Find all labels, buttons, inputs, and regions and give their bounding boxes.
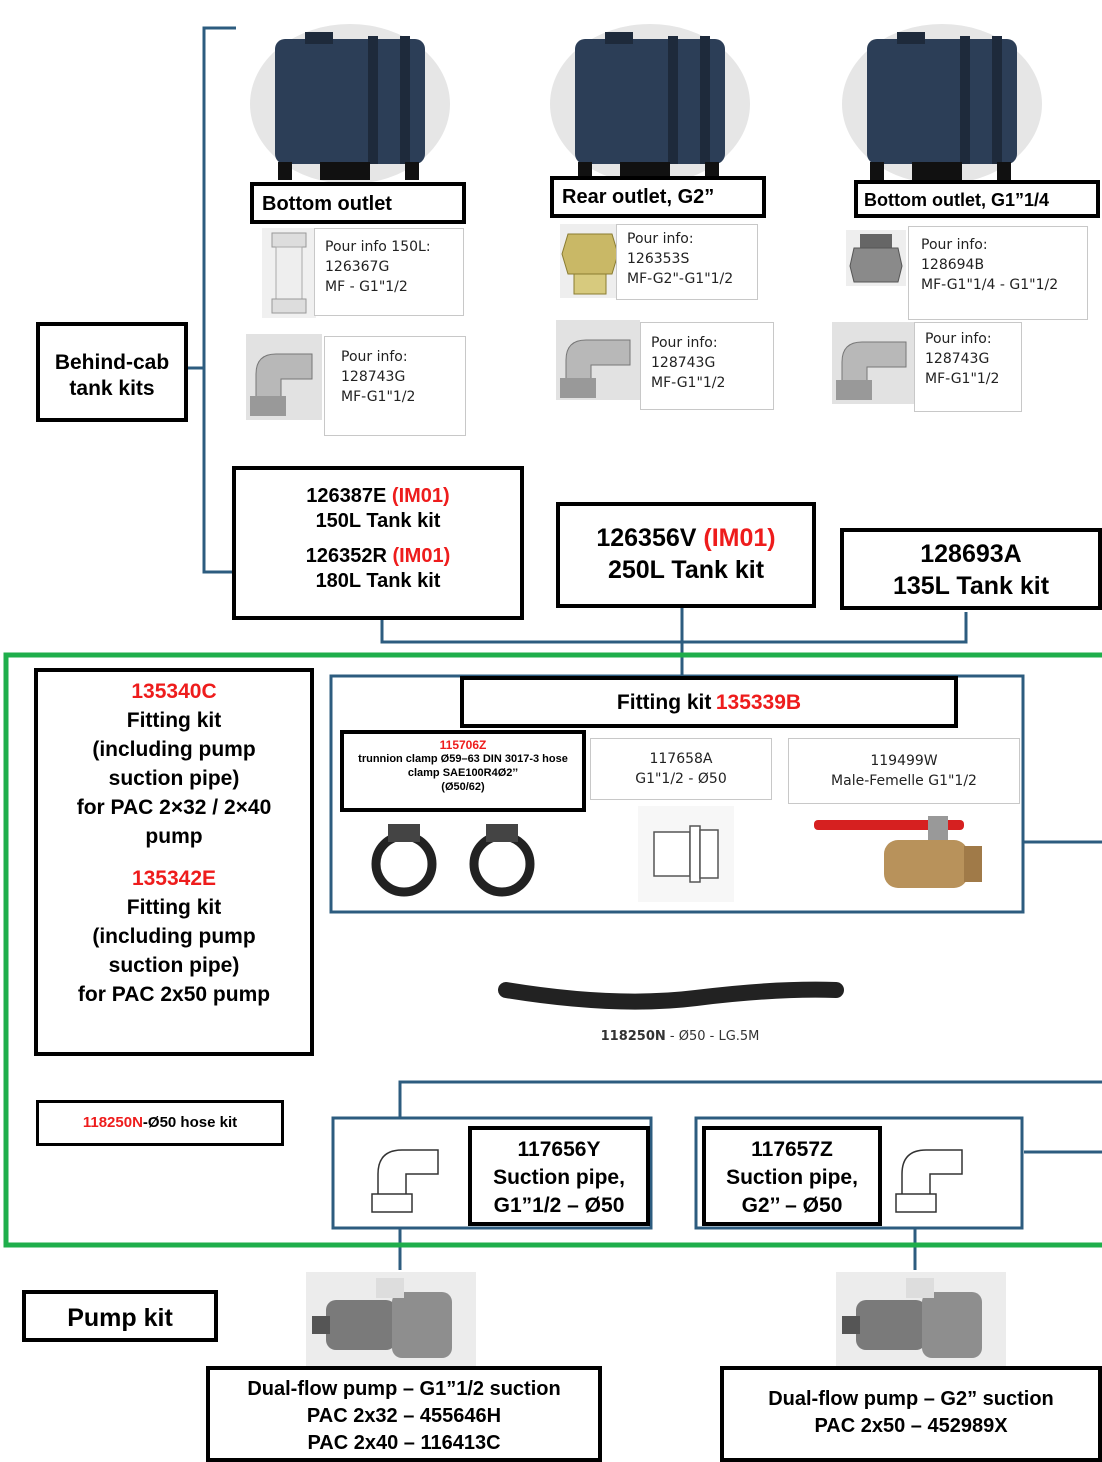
fitting-kits-panel: 135340C Fitting kit (including pump suct… — [34, 668, 314, 1056]
tank-image-1 — [250, 14, 450, 184]
reducer-icon — [849, 234, 903, 283]
pump-image-1 — [306, 1272, 476, 1368]
hose-barb-image — [638, 806, 734, 902]
tank-icon — [250, 24, 450, 184]
ball-valve-icon — [814, 816, 982, 888]
ball-valve-image — [808, 806, 988, 896]
info-128694B: Pour info: 128694B MF-G1"1/4 - G1"1/2 — [908, 226, 1088, 320]
pump-icon — [312, 1278, 452, 1358]
straight-fitting-icon — [271, 232, 307, 314]
hose-barb-icon — [653, 825, 719, 883]
hose-image — [496, 968, 856, 1028]
suction-elbow-image-1 — [358, 1132, 444, 1218]
hose-clamps-image — [364, 818, 554, 900]
outlet-label-1: Bottom outlet — [250, 182, 466, 224]
elbow-icon — [560, 339, 631, 398]
clamp-description: 115706Z trunnion clamp Ø59–63 DIN 3017-3… — [340, 730, 586, 812]
tank-kit-250: 126356V (IM01) 250L Tank kit — [556, 502, 816, 608]
hose-caption: 118250N - Ø50 - LG.5M — [600, 1029, 760, 1044]
fitting-kit-header: Fitting kit 135339B — [460, 676, 958, 728]
tank-image-2 — [550, 14, 750, 184]
info-128743G-1: Pour info: 128743G MF-G1"1/2 — [324, 336, 466, 436]
elbow-icon — [836, 341, 907, 400]
suction-pipe-117656Y: 117656Y Suction pipe, G1”1/2 – Ø50 — [468, 1126, 650, 1226]
hose-kit-label: 118250N-Ø50 hose kit — [36, 1100, 284, 1146]
tank-kit-135: 128693A 135L Tank kit — [840, 528, 1102, 610]
pump-kit-label: Pump kit — [22, 1290, 218, 1342]
brass-adapter-image — [560, 224, 620, 298]
reducer-image — [846, 230, 906, 286]
suction-pipe-117657Z: 117657Z Suction pipe, G2’’ – Ø50 — [702, 1126, 882, 1226]
info-119499W: 119499W Male-Femelle G1"1/2 — [788, 738, 1020, 804]
straight-fitting-image — [262, 228, 316, 318]
behind-cab-label: Behind-cab tank kits — [36, 322, 188, 422]
tank-icon — [550, 24, 750, 184]
elbow-fitting-image-3 — [832, 322, 916, 404]
outlet-label-3: Bottom outlet, G1”1/4 — [854, 180, 1100, 218]
outlet-label-2: Rear outlet, G2” — [550, 176, 766, 218]
suction-elbow-image-2 — [882, 1132, 968, 1218]
info-128743G-3: Pour info: 128743G MF-G1"1/2 — [914, 322, 1022, 412]
brass-adapter-icon — [561, 233, 619, 295]
info-117658A: 117658A G1"1/2 - Ø50 — [590, 738, 772, 800]
elbow-fitting-image-2 — [556, 320, 640, 400]
tank-kit-150-180: 126387E (IM01) 150L Tank kit 126352R (IM… — [232, 466, 524, 620]
elbow-icon — [371, 1149, 439, 1213]
elbow-icon — [895, 1149, 963, 1213]
hose-clamp-icon — [371, 824, 535, 897]
info-126353S: Pour info: 126353S MF-G2"-G1"1/2 — [616, 224, 758, 300]
pump-g1-1-2: Dual-flow pump – G1”1/2 suction PAC 2x32… — [206, 1366, 602, 1462]
info-128743G-2: Pour info: 128743G MF-G1"1/2 — [640, 322, 774, 410]
tank-icon — [842, 24, 1042, 184]
elbow-fitting-image-1 — [246, 334, 322, 420]
hose-icon — [498, 981, 844, 1010]
tank-image-3 — [842, 14, 1042, 184]
info-126367G: Pour info 150L: 126367G MF - G1"1/2 — [314, 228, 464, 316]
pump-g2: Dual-flow pump – G2” suction PAC 2x50 – … — [720, 1366, 1102, 1462]
pump-image-2 — [836, 1272, 1006, 1368]
pump-icon — [842, 1278, 982, 1358]
elbow-icon — [250, 353, 313, 416]
